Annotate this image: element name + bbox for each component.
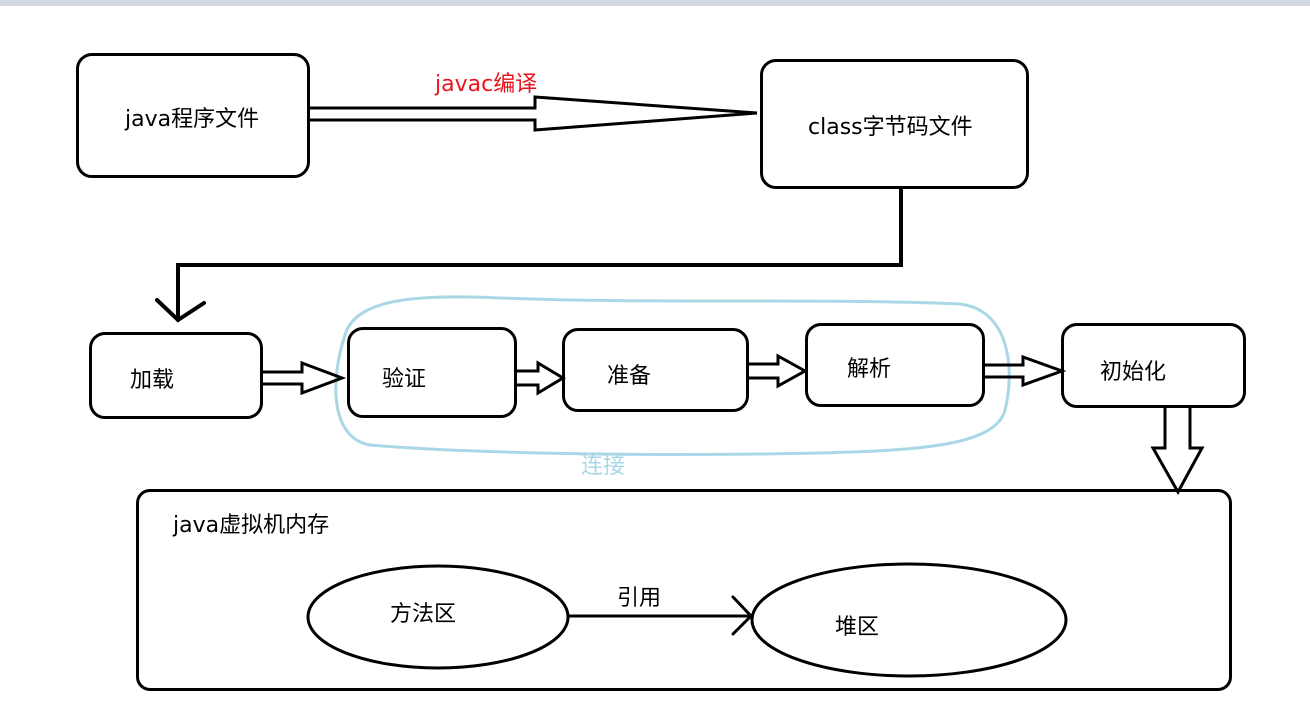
verify-label: 验证 [382, 367, 427, 392]
compile-arrow [310, 95, 758, 132]
method-area-label: 方法区 [390, 602, 457, 627]
arrow-load-verify [262, 360, 347, 396]
class-file-label: class字节码文件 [808, 115, 973, 140]
java-file-box [76, 53, 310, 178]
heap-ellipse [750, 562, 1068, 678]
arrow-init-memory [1150, 408, 1205, 496]
java-file-label: java程序文件 [125, 107, 260, 132]
init-label: 初始化 [1100, 360, 1167, 385]
compile-label: javac编译 [435, 72, 538, 97]
reference-arrow [567, 595, 754, 636]
class-to-load-connector [155, 188, 903, 323]
resolve-box [805, 323, 985, 407]
jvm-memory-box [136, 489, 1232, 691]
load-box [89, 332, 263, 419]
reference-label: 引用 [617, 586, 662, 611]
jvm-memory-label: java虚拟机内存 [173, 513, 330, 538]
arrow-resolve-init [985, 354, 1067, 388]
verify-box [347, 327, 517, 418]
heap-label: 堆区 [835, 615, 880, 640]
init-box [1061, 323, 1246, 408]
prepare-box [562, 328, 749, 412]
arrow-verify-prepare [516, 360, 566, 396]
linking-group-outline [334, 295, 1011, 457]
arrow-prepare-resolve [748, 353, 809, 389]
top-border-bar [0, 0, 1310, 6]
linking-label: 连接 [581, 454, 626, 479]
class-file-box [760, 59, 1029, 189]
prepare-label: 准备 [607, 364, 652, 389]
load-label: 加载 [130, 368, 175, 393]
resolve-label: 解析 [847, 357, 892, 382]
